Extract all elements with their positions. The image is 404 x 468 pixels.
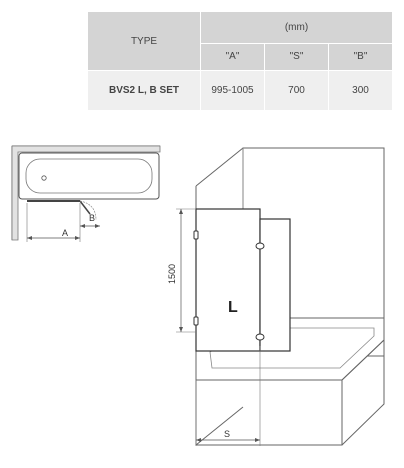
spec-table: TYPE (mm) "A" "S" "B" BVS2 L, B SET 995-…	[88, 12, 392, 111]
unit-header: (mm)	[200, 12, 392, 44]
value-b: 300	[328, 70, 392, 111]
height-label: 1500	[167, 264, 177, 284]
column-b-header: "B"	[328, 43, 392, 72]
plan-wall-fill	[11, 145, 161, 241]
fixed-glass-panel	[195, 208, 261, 352]
plan-swing-arc	[79, 200, 97, 221]
type-header: TYPE	[88, 12, 201, 71]
hinge-bottom-middle	[255, 333, 265, 341]
column-s-header: "S"	[264, 43, 329, 72]
panel-label: L	[228, 299, 238, 316]
hinge-bottom-left	[193, 316, 199, 326]
hinged-glass-panel	[259, 218, 291, 352]
product-name: BVS2 L, B SET	[88, 70, 201, 111]
column-a-header: "A"	[200, 43, 265, 72]
value-s: 700	[264, 70, 329, 111]
plan-drain	[41, 175, 47, 181]
hinge-top-left	[193, 230, 199, 240]
width-label: S	[224, 429, 230, 439]
hinge-top-middle	[255, 242, 265, 250]
bathtub-front	[195, 379, 343, 446]
plan-label-a: A	[62, 228, 68, 238]
value-a: 995-1005	[200, 70, 265, 111]
plan-bathtub-inner	[25, 158, 153, 194]
plan-hinged-panel	[79, 200, 91, 215]
bathtub-side	[341, 338, 385, 446]
plan-label-b: B	[89, 213, 95, 223]
